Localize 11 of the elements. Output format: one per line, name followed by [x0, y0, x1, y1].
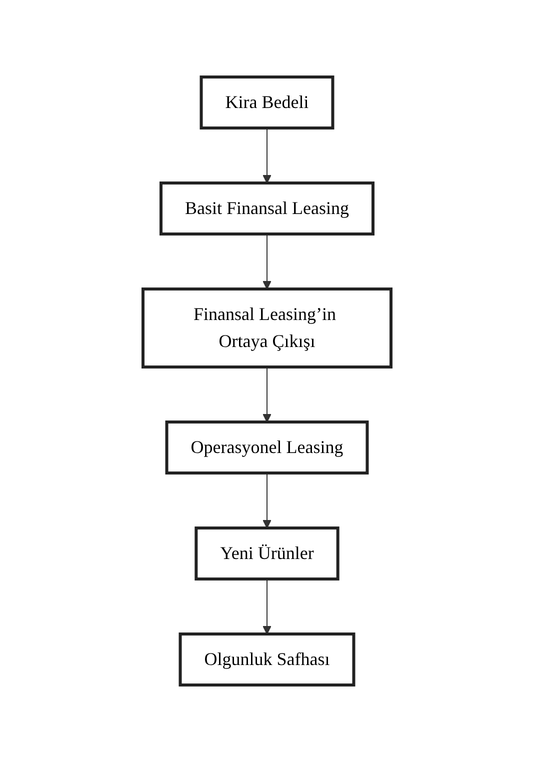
arrow [262, 472, 272, 528]
node-box: Olgunluk Safhası [178, 632, 356, 686]
arrow [262, 366, 272, 422]
arrow [262, 578, 272, 634]
node-box: Finansal Leasing’in Ortaya Çıkışı [142, 288, 392, 368]
node-box: Yeni Ürünler [194, 526, 340, 580]
arrow [262, 234, 272, 290]
node-box: Basit Finansal Leasing [160, 182, 374, 236]
arrow [262, 128, 272, 184]
node-box: Kira Bedeli [200, 76, 334, 130]
node-box: Operasyonel Leasing [165, 420, 369, 474]
